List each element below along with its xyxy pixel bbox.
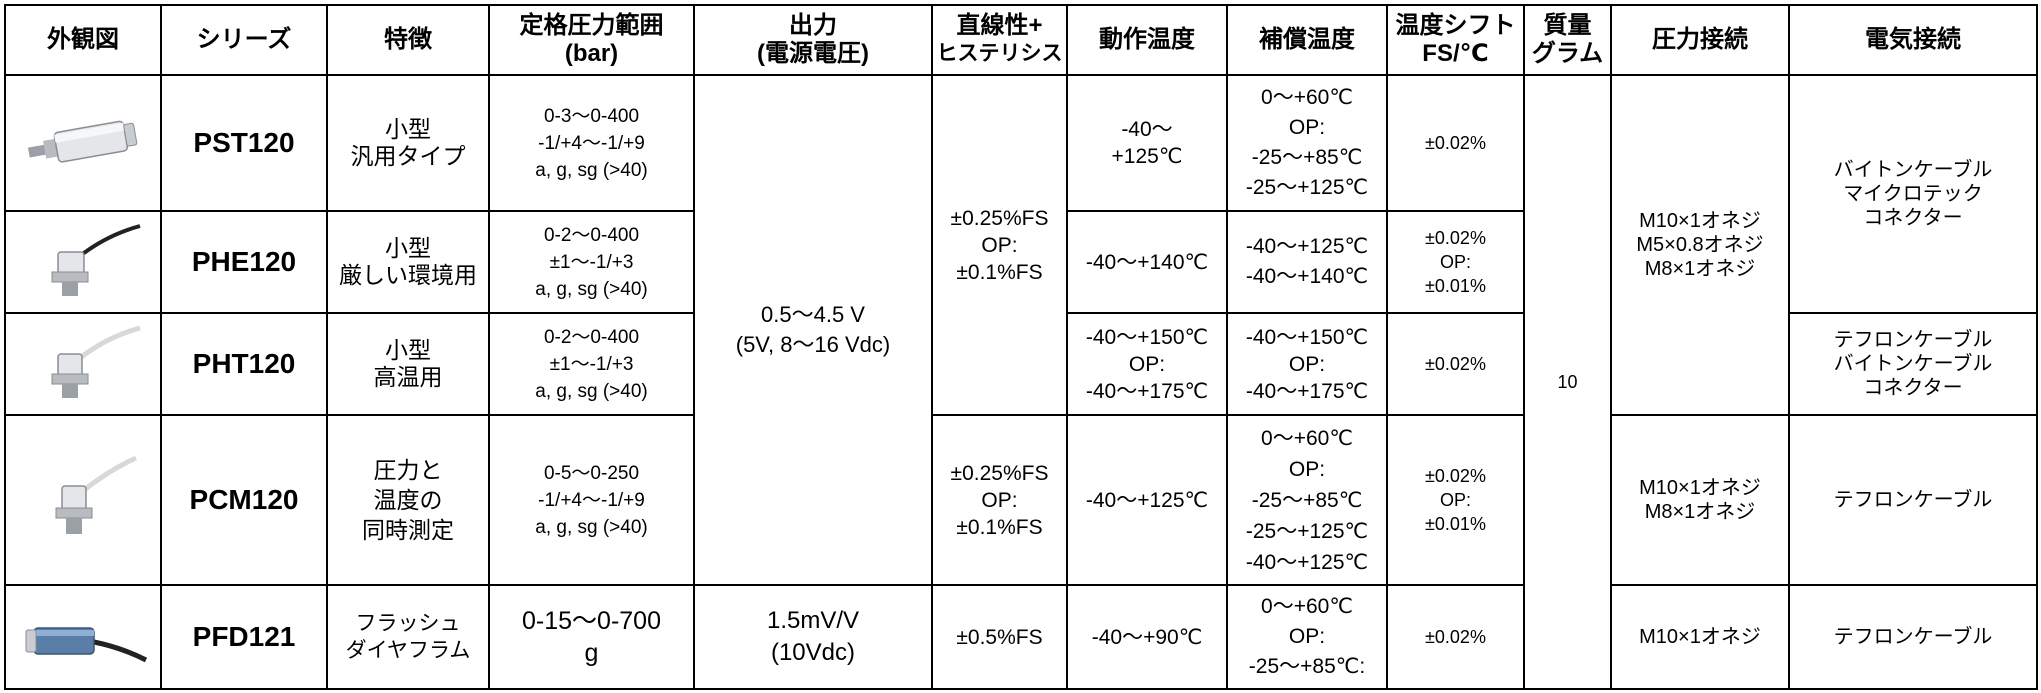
pressure-sensor-icon — [51, 325, 141, 398]
op-temp-pcm120: -40～+125℃ — [1066, 414, 1228, 586]
electrical-conn-group-c: テフロンケーブル — [1788, 414, 2038, 586]
header-output: 出力(電源電圧) — [693, 4, 933, 76]
pressure-sensor-icon — [55, 455, 138, 534]
header-pressure-range: 定格圧力範囲(bar) — [488, 4, 695, 76]
sensor-photo-pcm120 — [4, 414, 162, 586]
op-temp-pst120: -40～+125℃ — [1066, 74, 1228, 212]
linearity-group-c: ±0.5%FS — [931, 584, 1068, 690]
shift-pst120: ±0.02% — [1386, 74, 1525, 212]
pressure-sensor-icon — [25, 627, 148, 663]
feature-phe120: 小型厳しい環境用 — [326, 210, 490, 314]
shift-pht120: ±0.02% — [1386, 312, 1525, 416]
series-pht120: PHT120 — [160, 312, 328, 416]
pressure-conn-group-c: M10×1オネジ — [1610, 584, 1790, 690]
sensor-photo-pfd121 — [4, 584, 162, 690]
header-series: シリーズ — [160, 4, 328, 76]
series-pcm120: PCM120 — [160, 414, 328, 586]
shift-pfd121: ±0.02% — [1386, 584, 1525, 690]
series-pst120: PST120 — [160, 74, 328, 212]
shift-phe120: ±0.02%OP:±0.01% — [1386, 210, 1525, 314]
pressure-sensor-icon — [51, 224, 141, 296]
output-group-b: 1.5mV/V(10Vdc) — [693, 584, 933, 690]
header-pressure-connection: 圧力接続 — [1610, 4, 1790, 76]
series-pfd121: PFD121 — [160, 584, 328, 690]
comp-temp-phe120: -40～+125℃-40～+140℃ — [1226, 210, 1388, 314]
header-appearance: 外観図 — [4, 4, 162, 76]
electrical-conn-group-a: バイトンケーブルマイクロテックコネクター — [1788, 74, 2038, 314]
output-group-a: 0.5～4.5 V(5V, 8～16 Vdc) — [693, 74, 933, 586]
electrical-conn-group-b: テフロンケーブルバイトンケーブルコネクター — [1788, 312, 2038, 416]
feature-pht120: 小型高温用 — [326, 312, 490, 416]
feature-pfd121: フラッシュダイヤフラム — [326, 584, 490, 690]
header-linearity: 直線性+ヒステリシス — [931, 4, 1068, 76]
header-feature: 特徴 — [326, 4, 490, 76]
header-row: 外観図 シリーズ 特徴 定格圧力範囲(bar) 出力(電源電圧) 直線性+ヒステ… — [4, 4, 2038, 76]
sensor-photo-phe120 — [4, 210, 162, 314]
op-temp-pfd121: -40～+90℃ — [1066, 584, 1228, 690]
header-compensated-temp: 補償温度 — [1226, 4, 1388, 76]
mass-all: 10 — [1523, 74, 1612, 690]
pressure-sensor-icon — [27, 120, 138, 163]
op-temp-phe120: -40～+140℃ — [1066, 210, 1228, 314]
header-mass: 質量グラム — [1523, 4, 1612, 76]
product-table: 外観図 シリーズ 特徴 定格圧力範囲(bar) 出力(電源電圧) 直線性+ヒステ… — [4, 4, 2038, 690]
shift-pcm120: ±0.02%OP:±0.01% — [1386, 414, 1525, 586]
sensor-photo-pst120 — [4, 74, 162, 212]
header-electrical-connection: 電気接続 — [1788, 4, 2038, 76]
electrical-conn-group-d: テフロンケーブル — [1788, 584, 2038, 690]
series-phe120: PHE120 — [160, 210, 328, 314]
feature-pcm120: 圧力と温度の同時測定 — [326, 414, 490, 586]
feature-pst120: 小型汎用タイプ — [326, 74, 490, 212]
sensor-photo-pht120 — [4, 312, 162, 416]
header-operating-temp: 動作温度 — [1066, 4, 1228, 76]
